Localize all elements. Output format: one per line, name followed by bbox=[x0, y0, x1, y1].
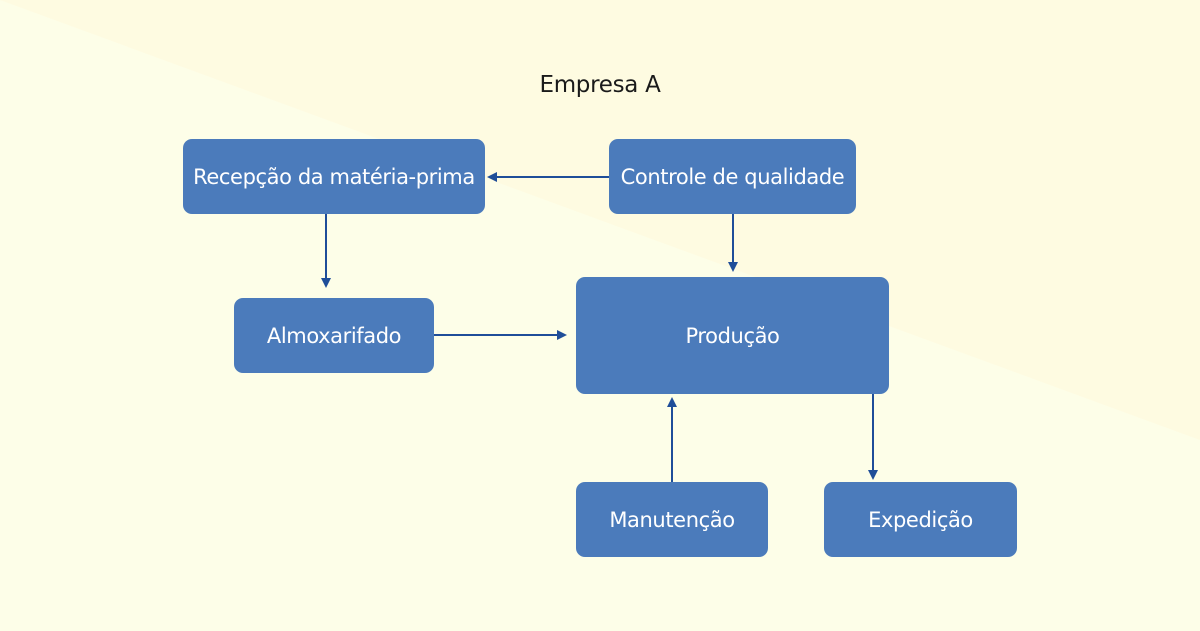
node-label-expedicao: Expedição bbox=[868, 507, 973, 532]
node-controle-qualidade: Controle de qualidade bbox=[609, 139, 856, 214]
diagram-title: Empresa A bbox=[539, 72, 661, 98]
node-label-manutencao: Manutenção bbox=[609, 507, 735, 532]
node-almoxarifado: Almoxarifado bbox=[234, 298, 434, 373]
node-recepcao-materia-prima: Recepção da matéria-prima bbox=[183, 139, 485, 214]
node-label-almoxarifado: Almoxarifado bbox=[266, 323, 402, 348]
node-label-controle: Controle de qualidade bbox=[620, 164, 845, 189]
node-expedicao: Expedição bbox=[824, 482, 1017, 557]
node-label-producao: Produção bbox=[685, 323, 780, 348]
node-manutencao: Manutenção bbox=[576, 482, 768, 557]
node-label-recepcao: Recepção da matéria-prima bbox=[193, 164, 475, 189]
node-producao: Produção bbox=[576, 277, 889, 394]
